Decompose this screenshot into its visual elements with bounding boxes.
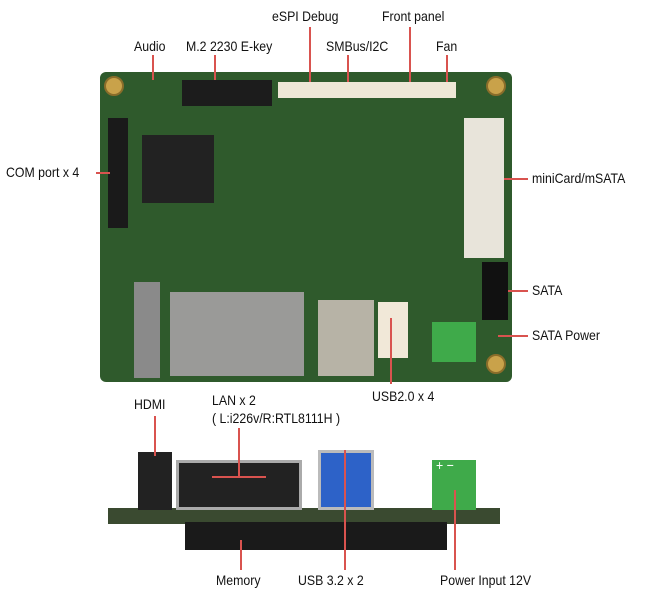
label-fan: Fan bbox=[436, 38, 458, 54]
minicard-slot bbox=[464, 118, 504, 258]
hdmi-top bbox=[134, 282, 160, 378]
com-header bbox=[108, 118, 128, 228]
label-minicard: miniCard/mSATA bbox=[532, 170, 626, 186]
label-memory: Memory bbox=[216, 572, 261, 588]
label-com: COM port x 4 bbox=[6, 164, 80, 180]
mount-hole bbox=[486, 76, 506, 96]
mount-hole bbox=[104, 76, 124, 96]
lan-ports-top bbox=[170, 292, 304, 376]
label-sata: SATA bbox=[532, 282, 563, 298]
label-usb2: USB2.0 x 4 bbox=[372, 388, 435, 404]
hdmi-port bbox=[138, 452, 172, 510]
memory-slot bbox=[185, 522, 447, 550]
label-lan: LAN x 2 bbox=[212, 392, 256, 408]
usb-top bbox=[318, 300, 374, 376]
usb32-ports bbox=[318, 450, 374, 510]
label-sata-power: SATA Power bbox=[532, 327, 601, 343]
board-side-view bbox=[108, 508, 500, 524]
usb2-headers bbox=[378, 302, 408, 358]
label-power: Power Input 12V bbox=[440, 572, 532, 588]
main-chip bbox=[142, 135, 214, 203]
mount-hole bbox=[486, 354, 506, 374]
power-terminal-top bbox=[432, 322, 476, 362]
label-hdmi: HDMI bbox=[134, 396, 166, 412]
header-row bbox=[278, 82, 456, 98]
polarity-label: + − bbox=[436, 457, 454, 473]
label-usb32: USB 3.2 x 2 bbox=[298, 572, 364, 588]
label-audio: Audio bbox=[134, 38, 166, 54]
label-espi: eSPI Debug bbox=[272, 8, 339, 24]
label-lan-chips: ( L:i226v/R:RTL8111H ) bbox=[212, 410, 341, 426]
m2-slot bbox=[182, 80, 272, 106]
sata-port bbox=[482, 262, 508, 320]
label-m2: M.2 2230 E-key bbox=[186, 38, 273, 54]
label-smbus: SMBus/I2C bbox=[326, 38, 389, 54]
label-front-panel: Front panel bbox=[382, 8, 445, 24]
